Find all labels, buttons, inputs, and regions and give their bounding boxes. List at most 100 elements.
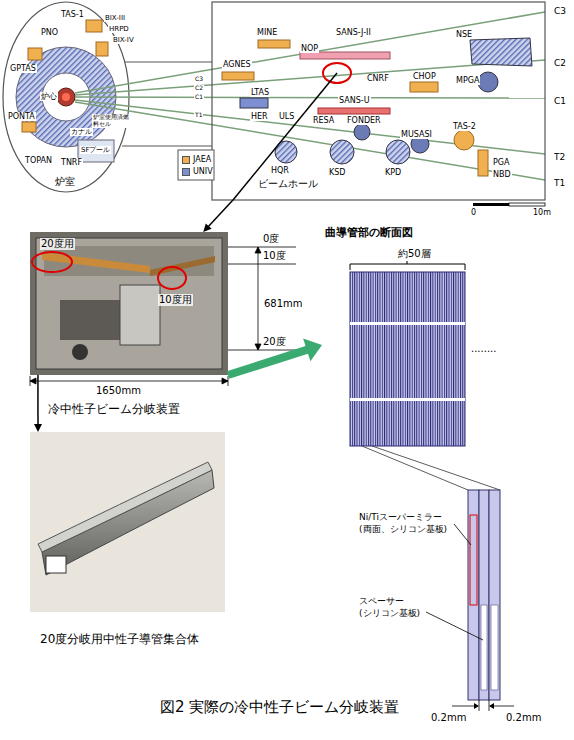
map-label: PONTA (7, 112, 36, 121)
illustration-part (75, 97, 545, 98)
map-label: KSD (328, 168, 346, 177)
beam-guides (75, 12, 545, 180)
illustration-part (452, 700, 514, 711)
reactor-core-center (62, 93, 70, 101)
illustration-part (75, 100, 545, 154)
guide-label: C1 (553, 96, 567, 106)
illustration-part (350, 272, 465, 446)
illustration-part (32, 252, 72, 272)
illustration-part (491, 605, 498, 690)
map-label: MINE (256, 28, 278, 37)
dimension-label: 1650mm (95, 385, 142, 397)
scale-label: 0 (470, 208, 477, 217)
map-label: AGNES (222, 60, 252, 69)
branch-device-photo (30, 232, 228, 375)
map-label: GPTAS (9, 64, 37, 73)
scale-bar (473, 203, 509, 206)
map-label: HRPD (108, 25, 130, 33)
map-label: PGA (492, 158, 511, 167)
map-label: カナル (70, 128, 93, 136)
map-label: RESA (312, 116, 335, 125)
node-title: 冷中性子ビーム分岐装置 (48, 402, 180, 416)
legend-swatch (182, 168, 190, 176)
map-label: MPGA (455, 76, 480, 85)
map-label: ULS (278, 112, 295, 121)
illustration-part (120, 285, 160, 345)
nse-instrument (470, 38, 532, 66)
part-label: スペーサー (358, 596, 405, 606)
node-title: ビームホール (258, 178, 318, 190)
map-label: SANS-J-II (335, 28, 372, 37)
illustration-part (75, 102, 545, 180)
facility-map (3, 2, 545, 206)
univ-instrument (240, 98, 268, 108)
map-label: TNRF (60, 158, 83, 167)
arrow-head (303, 338, 322, 361)
guide-passage (120, 62, 212, 146)
map-label: TAS-1 (60, 10, 85, 19)
guide-label: C3 (194, 76, 204, 83)
photo-label: 10度用 (158, 294, 193, 306)
illustration-part (30, 232, 228, 375)
illustration-part (474, 703, 494, 709)
node-title: 20度分岐用中性子導管集合体 (40, 632, 199, 646)
guide-label: C3 (553, 6, 567, 16)
reactor-core (57, 88, 75, 106)
connector (203, 200, 233, 232)
map-label: PNO (40, 28, 59, 37)
legend-box (178, 150, 214, 180)
angle-label: 20度 (262, 336, 287, 348)
legend-swatch (182, 156, 190, 164)
illustration-part (42, 252, 150, 273)
map-label: SANS-U (338, 96, 371, 105)
univ-instrument (330, 140, 354, 164)
guide-label: C1 (194, 94, 204, 101)
legend-text: UNIV (193, 167, 213, 177)
map-label: SFプール (80, 146, 111, 154)
connector-line (208, 200, 233, 227)
guide-assembly-photo (30, 432, 225, 612)
illustration-part (470, 515, 477, 605)
illustration-part (30, 378, 228, 384)
illustration-part (38, 462, 212, 552)
node-title: 炉室 (55, 176, 75, 188)
illustration-part (255, 247, 261, 350)
connector-line (228, 349, 308, 375)
jaea-instrument (22, 122, 36, 132)
dimension-label: 0.2mm (430, 712, 467, 724)
figure-caption: 図2 実際の冷中性子ビーム分岐装置 (160, 698, 399, 716)
node-text: 約50層 (398, 248, 431, 260)
map-label: MUSASI (400, 130, 433, 139)
photo-label: 20度用 (40, 238, 75, 250)
part-label: (両面、シリコン基板) (358, 524, 448, 534)
map-label: CHOP (412, 72, 437, 81)
map-label: LTAS (250, 88, 270, 97)
map-label: HQR (270, 166, 290, 175)
map-label: TOPAN (24, 156, 53, 165)
illustration-part (46, 556, 66, 573)
illustration-part (350, 398, 465, 401)
passage-wall (122, 62, 212, 146)
cross-section (350, 261, 514, 711)
pointer-line (233, 73, 337, 200)
angle-label: 10度 (262, 250, 287, 262)
illustration-part (75, 12, 545, 93)
map-label: NSE (455, 30, 473, 39)
map-label: NBD (492, 170, 512, 179)
scale-label: 10m (532, 208, 552, 217)
part-label: (シリコン基板) (358, 608, 421, 618)
legend-text: JAEA (193, 155, 211, 165)
dimension-label: 0.2mm (505, 712, 542, 724)
map-label: KPD (384, 168, 402, 177)
beam-hall-outline (212, 2, 545, 200)
sans-u-instrument (318, 108, 390, 114)
scale-bar (509, 203, 545, 206)
illustration-part (42, 470, 214, 575)
jaea-instrument (86, 20, 102, 32)
arrow-head (203, 223, 211, 232)
guide-label: T1 (194, 112, 203, 119)
guide-label: C2 (194, 85, 204, 92)
sf-pool (78, 140, 114, 162)
